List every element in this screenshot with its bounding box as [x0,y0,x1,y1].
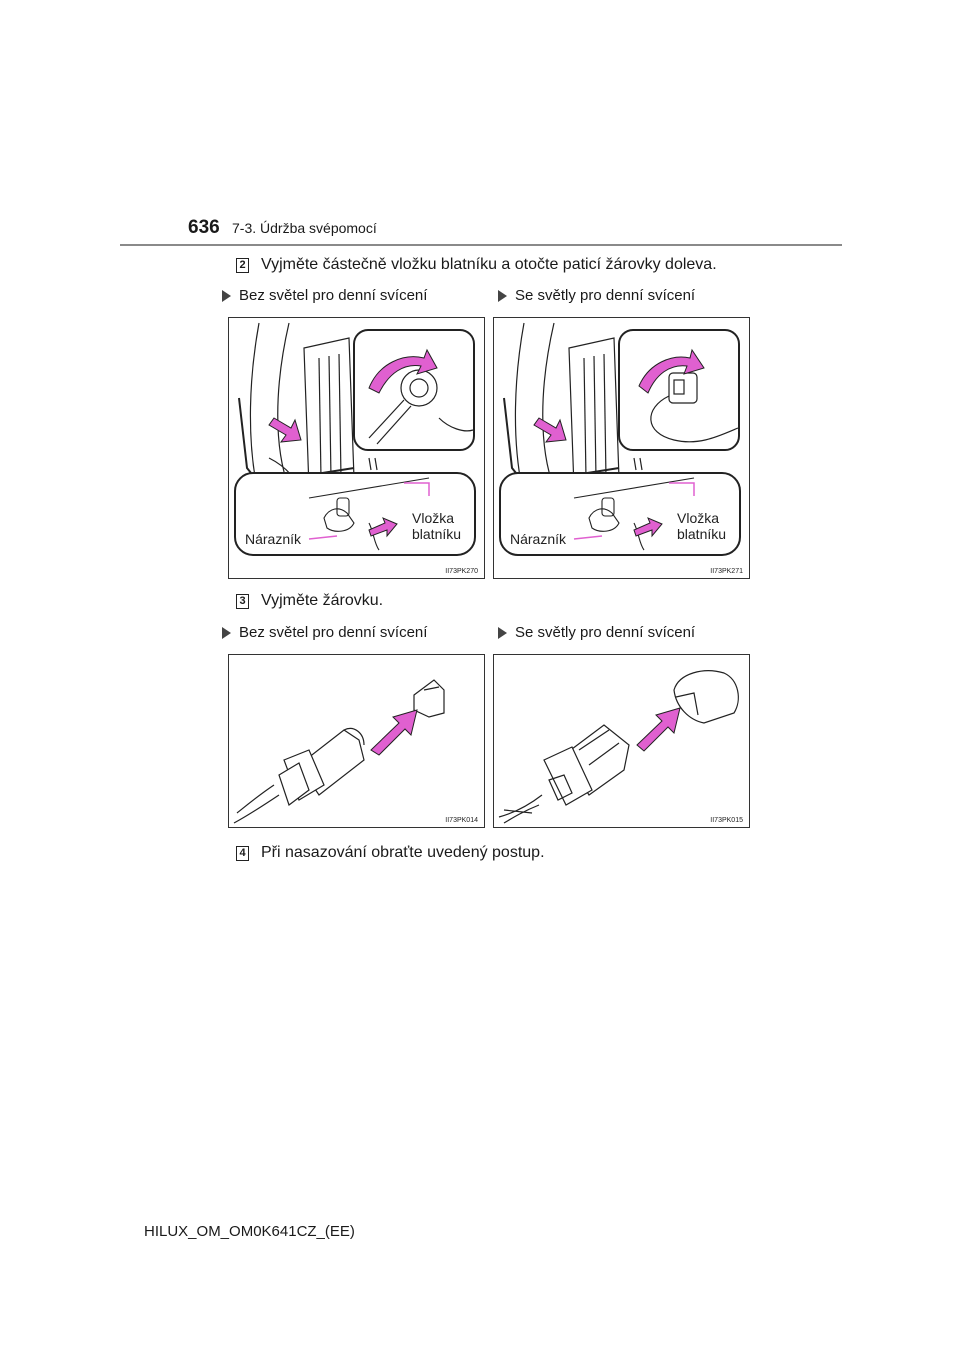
step-number: 4 [236,845,249,861]
figure-bulb-socket-with-drl: Nárazník Vložka blatníku II73PK271 [493,317,750,579]
step-text: Vyjměte částečně vložku blatníku a otočt… [261,256,717,273]
step-3: 3 Vyjměte žárovku. [236,592,383,610]
step-number: 3 [236,593,249,609]
figure-bulb-socket-without-drl: Nárazník Vložka blatníku II73PK270 [228,317,485,579]
illustration-wheel-arch [499,322,741,556]
triangle-bullet-icon [222,289,231,302]
label-bumper: Nárazník [510,531,567,547]
triangle-bullet-icon [222,626,231,639]
variant-label-with-drl: Se světly pro denní svícení [498,624,695,641]
figure-code: II73PK014 [445,817,478,824]
triangle-bullet-icon [498,289,507,302]
step-2: 2 Vyjměte částečně vložku blatníku a oto… [236,256,717,274]
section-title: 7-3. Údržba svépomocí [232,220,377,236]
figure-bulb-removal-with-drl: II73PK015 [493,654,750,828]
illustration-bulb-removal [233,679,445,824]
triangle-bullet-icon [498,626,507,639]
variant-text: Bez světel pro denní svícení [239,624,428,641]
figure-code: II73PK270 [445,568,478,575]
figure-code: II73PK015 [710,817,743,824]
label-bumper: Nárazník [245,531,302,547]
page-number: 636 [188,217,220,238]
header-rule [120,244,842,246]
variant-text: Se světly pro denní svícení [515,624,696,641]
variant-label-with-drl: Se světly pro denní svícení [498,287,695,304]
variant-text: Se světly pro denní svícení [515,287,696,304]
step-text: Vyjměte žárovku. [261,592,384,609]
illustration-wheel-arch [234,322,476,556]
variant-text: Bez světel pro denní svícení [239,287,428,304]
step-text: Při nasazování obraťte uvedený postup. [261,844,545,861]
label-fender-liner: Vložka blatníku [412,510,462,542]
figure-code: II73PK271 [710,568,743,575]
illustration-bulb-removal [498,670,739,824]
figure-bulb-removal-without-drl: II73PK014 [228,654,485,828]
label-fender-liner: Vložka blatníku [677,510,727,542]
step-4: 4 Při nasazování obraťte uvedený postup. [236,844,545,862]
step-number: 2 [236,257,249,273]
variant-label-without-drl: Bez světel pro denní svícení [222,624,427,641]
document-code-footer: HILUX_OM_OM0K641CZ_(EE) [144,1223,355,1240]
variant-label-without-drl: Bez světel pro denní svícení [222,287,427,304]
